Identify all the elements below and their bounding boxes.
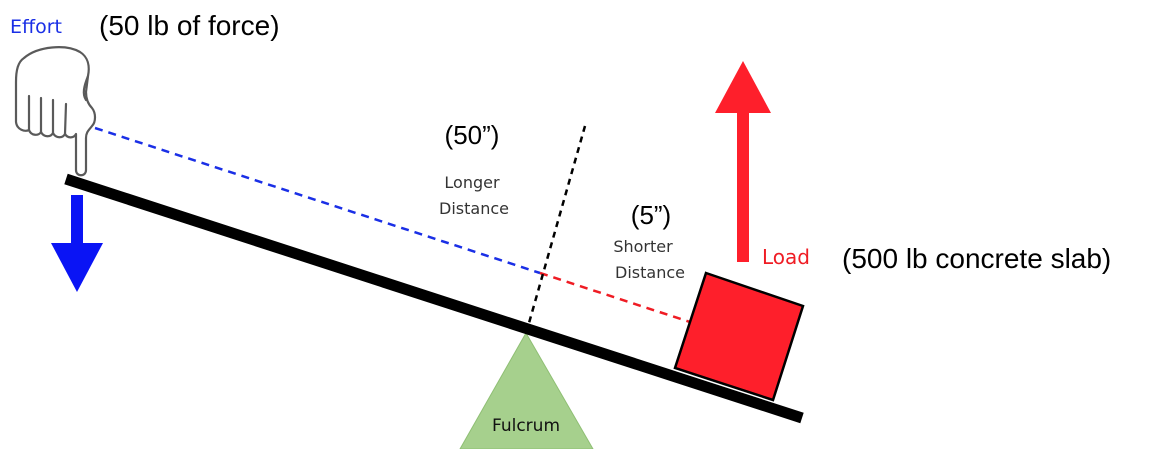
long-distance-label-line1: Longer bbox=[444, 173, 500, 192]
short-distance-value: (5”) bbox=[631, 200, 671, 230]
load-distance-line bbox=[539, 271, 691, 324]
load-note: (500 lb concrete slab) bbox=[842, 243, 1111, 274]
arrow-down-icon bbox=[51, 195, 103, 292]
load-box bbox=[673, 271, 805, 402]
effort-label: Effort bbox=[10, 16, 62, 38]
load-label: Load bbox=[762, 245, 810, 269]
lever-beam bbox=[64, 173, 804, 424]
pointing-hand-icon bbox=[14, 46, 97, 177]
effort-note: (50 lb of force) bbox=[99, 10, 280, 41]
long-distance-value: (50”) bbox=[445, 120, 500, 150]
fulcrum: Fulcrum bbox=[459, 331, 594, 449]
arrow-up-icon bbox=[715, 61, 771, 262]
long-distance-label-line2: Distance bbox=[439, 199, 509, 218]
perpendicular-line bbox=[525, 125, 587, 331]
fulcrum-triangle bbox=[459, 331, 594, 449]
fulcrum-label: Fulcrum bbox=[492, 416, 560, 436]
short-distance-label-line1: Shorter bbox=[613, 237, 673, 256]
short-distance-label-line2: Distance bbox=[615, 263, 685, 282]
